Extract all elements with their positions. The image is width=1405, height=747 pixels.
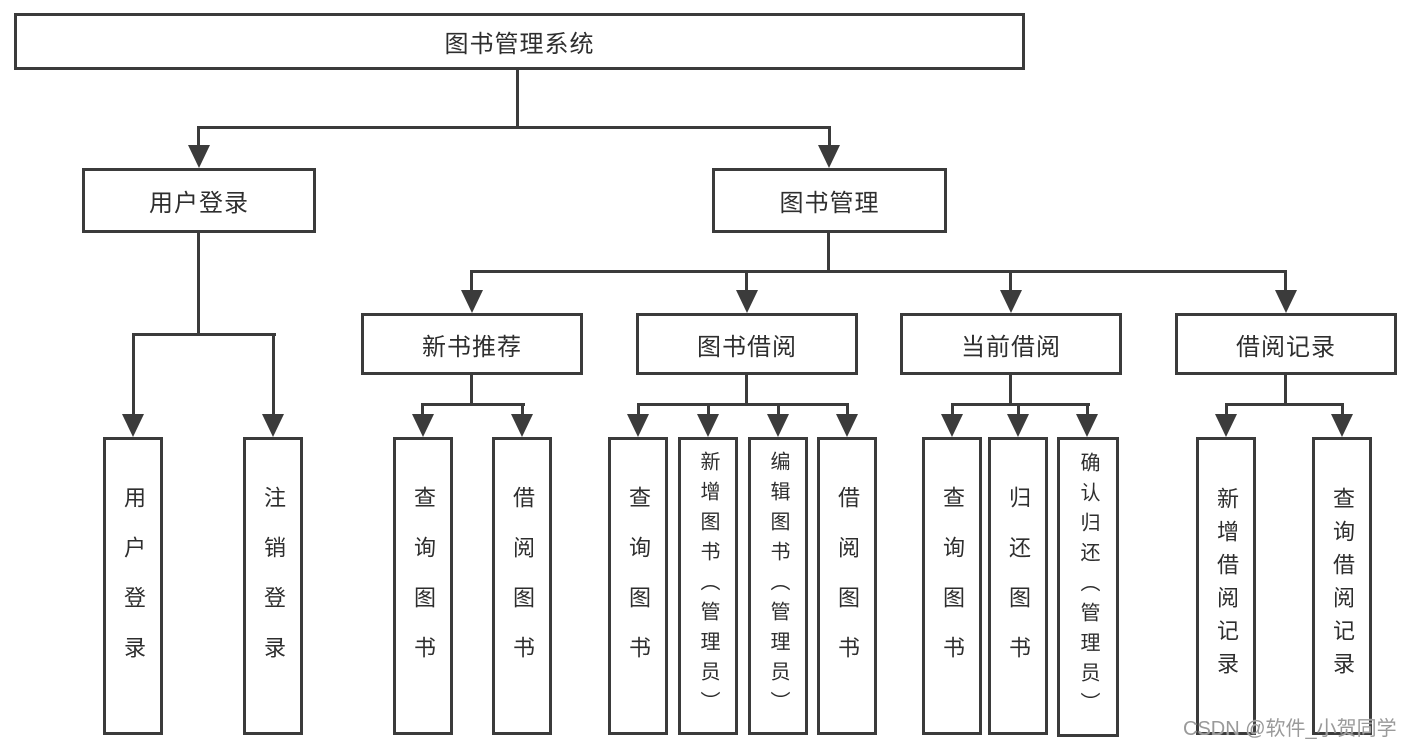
leaf-add-borrow-record: 新增借阅记录: [1196, 437, 1256, 735]
node-root: 图书管理系统: [14, 13, 1025, 70]
arrow-down-icon: [1215, 414, 1237, 437]
arrow-down-icon: [767, 414, 789, 437]
connector-line: [272, 333, 275, 415]
connector-line: [637, 403, 640, 417]
connector-line: [1017, 403, 1020, 417]
connector-line: [637, 403, 849, 406]
connector-line: [516, 70, 519, 129]
arrow-down-icon: [412, 414, 434, 437]
arrow-down-icon: [697, 414, 719, 437]
connector-line: [1086, 403, 1089, 417]
connector-line: [745, 270, 748, 293]
node-user-login: 用户登录: [82, 168, 316, 233]
connector-line: [1284, 375, 1287, 406]
leaf-edit-book-admin: 编辑图书（管理员）: [748, 437, 808, 735]
node-new-book-recommend: 新书推荐: [361, 313, 583, 375]
leaf-logout: 注销登录: [243, 437, 303, 735]
leaf-query-book-current: 查询图书: [922, 437, 982, 735]
node-book-management: 图书管理: [712, 168, 947, 233]
connector-line: [132, 333, 276, 336]
arrow-down-icon: [1076, 414, 1098, 437]
connector-line: [1009, 375, 1012, 406]
leaf-borrow-book: 借阅图书: [817, 437, 877, 735]
connector-line: [951, 403, 1090, 406]
connector-line: [197, 233, 200, 336]
watermark-text: CSDN @软件_小贺同学: [1183, 718, 1397, 740]
node-current-borrow: 当前借阅: [900, 313, 1122, 375]
node-borrow-records: 借阅记录: [1175, 313, 1397, 375]
arrow-down-icon: [627, 414, 649, 437]
arrow-down-icon: [262, 414, 284, 437]
connector-line: [846, 403, 849, 417]
connector-line: [828, 126, 831, 150]
connector-line: [470, 270, 1287, 273]
connector-line: [745, 375, 748, 406]
connector-line: [470, 270, 473, 293]
connector-line: [707, 403, 710, 417]
connector-line: [197, 126, 831, 129]
arrow-down-icon: [836, 414, 858, 437]
leaf-return-book: 归还图书: [988, 437, 1048, 735]
arrow-down-icon: [511, 414, 533, 437]
connector-line: [1284, 270, 1287, 293]
arrow-down-icon: [1331, 414, 1353, 437]
leaf-confirm-return-admin: 确认归还（管理员）: [1057, 437, 1119, 737]
arrow-down-icon: [736, 290, 758, 313]
connector-line: [777, 403, 780, 417]
leaf-query-borrow-record: 查询借阅记录: [1312, 437, 1372, 735]
connector-line: [1225, 403, 1228, 417]
node-book-borrow: 图书借阅: [636, 313, 858, 375]
connector-line: [421, 403, 525, 406]
connector-line: [827, 233, 830, 273]
connector-line: [470, 375, 473, 406]
arrow-down-icon: [818, 145, 840, 168]
connector-line: [132, 333, 135, 415]
connector-line: [951, 403, 954, 417]
leaf-query-book-borrow: 查询图书: [608, 437, 668, 735]
connector-line: [1009, 270, 1012, 293]
arrow-down-icon: [1007, 414, 1029, 437]
leaf-add-book-admin: 新增图书（管理员）: [678, 437, 738, 735]
leaf-user-login: 用户登录: [103, 437, 163, 735]
arrow-down-icon: [1000, 290, 1022, 313]
arrow-down-icon: [941, 414, 963, 437]
arrow-down-icon: [461, 290, 483, 313]
arrow-down-icon: [1275, 290, 1297, 313]
connector-line: [1341, 403, 1344, 417]
leaf-borrow-book-recommend: 借阅图书: [492, 437, 552, 735]
connector-line: [521, 403, 524, 417]
connector-line: [197, 126, 200, 150]
arrow-down-icon: [122, 414, 144, 437]
connector-line: [421, 403, 424, 417]
arrow-down-icon: [188, 145, 210, 168]
leaf-query-book-recommend: 查询图书: [393, 437, 453, 735]
connector-line: [1225, 403, 1344, 406]
